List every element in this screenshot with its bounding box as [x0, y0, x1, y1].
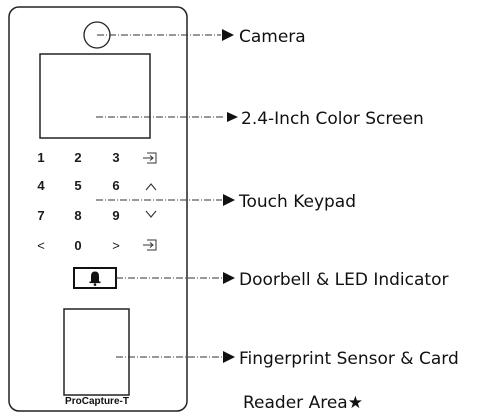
key-5[interactable]: 5 [74, 178, 81, 193]
screen-arrowhead [227, 112, 238, 122]
key-6[interactable]: 6 [112, 178, 119, 193]
doorbell-button[interactable] [73, 267, 117, 289]
color-screen [39, 53, 151, 139]
key-0[interactable]: 0 [74, 238, 81, 253]
camera-label: Camera [239, 27, 306, 47]
key-8[interactable]: 8 [74, 208, 81, 223]
fingerprint-label-continued: Reader Area★ [243, 393, 363, 413]
keypad-arrowhead [223, 194, 235, 206]
keypad-label: Touch Keypad [238, 192, 356, 212]
doorbell-label: Doorbell & LED Indicator [239, 270, 448, 290]
model-label: ProCapture-T [65, 396, 129, 407]
key-3[interactable]: 3 [112, 150, 119, 165]
key-right[interactable]: > [112, 238, 120, 253]
fingerprint-sensor-area [63, 308, 130, 396]
key-2[interactable]: 2 [74, 150, 81, 165]
key-1[interactable]: 1 [37, 150, 44, 165]
bell-icon [89, 271, 101, 286]
exit-icon[interactable] [143, 239, 157, 251]
key-4[interactable]: 4 [37, 178, 45, 193]
camera-arrowhead [222, 29, 234, 41]
fingerprint-arrowhead [223, 351, 235, 363]
enter-icon[interactable] [143, 152, 157, 164]
key-7[interactable]: 7 [37, 208, 44, 223]
key-left[interactable]: < [37, 238, 45, 253]
arrow-up-icon[interactable] [145, 183, 157, 191]
touch-keypad: 1 2 3 4 5 6 7 8 9 < 0 > [37, 150, 157, 253]
doorbell-arrowhead [223, 272, 235, 284]
key-9[interactable]: 9 [112, 208, 119, 223]
fingerprint-label: Fingerprint Sensor & Card [239, 349, 459, 369]
screen-label: 2.4-Inch Color Screen [241, 109, 424, 129]
arrow-down-icon[interactable] [145, 210, 157, 218]
